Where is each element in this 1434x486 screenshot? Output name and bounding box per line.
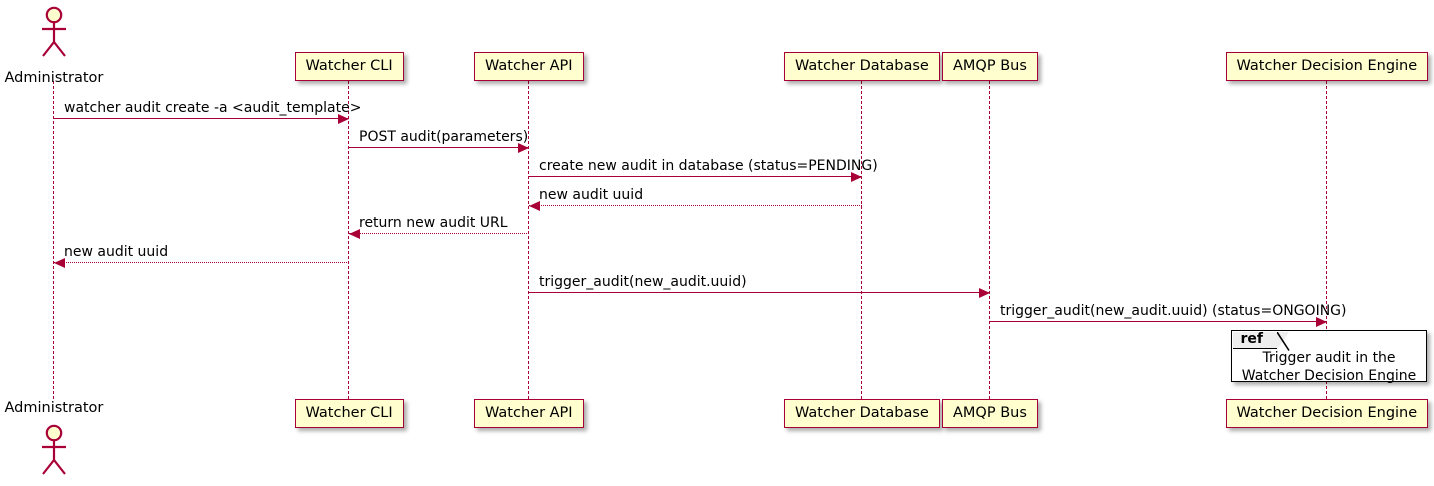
participant-box-amqp-bus-bottom[interactable]: AMQP Bus	[942, 399, 1038, 428]
message-line-m7	[529, 292, 990, 293]
participant-box-watcher-api-top[interactable]: Watcher API	[474, 52, 584, 81]
message-line-m2	[349, 147, 529, 148]
lifeline-watcher-database	[861, 81, 863, 399]
message-label-m1: watcher audit create -a <audit_template>	[64, 100, 362, 116]
message-line-m8	[990, 321, 1327, 322]
participant-box-watcher-cli-top[interactable]: Watcher CLI	[294, 52, 404, 81]
message-line-m3	[529, 176, 862, 177]
message-line-m1	[54, 118, 349, 119]
message-label-m2: POST audit(parameters)	[359, 129, 529, 145]
lifeline-administrator	[53, 81, 55, 399]
actor-label-administrator-bottom: Administrator	[4, 400, 104, 416]
participant-box-watcher-decision-engine-bottom[interactable]: Watcher Decision Engine	[1225, 399, 1429, 428]
participant-box-watcher-api-bottom[interactable]: Watcher API	[474, 399, 584, 428]
message-arrowhead-m3	[851, 171, 862, 182]
message-arrowhead-m6	[54, 257, 65, 268]
lifeline-watcher-decision-engine	[1326, 81, 1328, 399]
message-arrowhead-m2	[518, 142, 529, 153]
lifeline-watcher-api	[528, 81, 530, 399]
message-arrowhead-m5	[349, 228, 360, 239]
message-line-m4	[529, 205, 862, 206]
message-label-m4: new audit uuid	[539, 187, 644, 203]
participant-box-watcher-database-top[interactable]: Watcher Database	[784, 52, 940, 81]
ref-fragment-line-2: Watcher Decision Engine	[1241, 368, 1417, 385]
actor-administrator-top[interactable]	[28, 6, 80, 62]
message-label-m3: create new audit in database (status=PEN…	[539, 158, 878, 174]
lifeline-watcher-cli	[348, 81, 350, 399]
participant-box-watcher-cli-bottom[interactable]: Watcher CLI	[294, 399, 404, 428]
message-arrowhead-m4	[529, 200, 540, 211]
participant-box-watcher-decision-engine-top[interactable]: Watcher Decision Engine	[1225, 52, 1429, 81]
message-line-m6	[54, 262, 349, 263]
actor-label-administrator-top: Administrator	[4, 70, 104, 86]
actor-administrator-bottom[interactable]	[28, 424, 80, 480]
ref-fragment-tab-notch-edge	[1275, 331, 1299, 351]
participant-box-amqp-bus-top[interactable]: AMQP Bus	[942, 52, 1038, 81]
lifeline-amqp-bus	[989, 81, 991, 399]
message-label-m7: trigger_audit(new_audit.uuid)	[539, 274, 747, 290]
actor-stick-figure-icon	[42, 6, 66, 57]
message-line-m5	[349, 233, 529, 234]
message-arrowhead-m8	[1316, 316, 1327, 327]
ref-fragment-keyword: ref	[1232, 331, 1277, 349]
actor-stick-figure-icon	[42, 424, 66, 475]
message-label-m8: trigger_audit(new_audit.uuid) (status=ON…	[1000, 303, 1347, 319]
participant-box-watcher-database-bottom[interactable]: Watcher Database	[784, 399, 940, 428]
message-label-m6: new audit uuid	[64, 244, 169, 260]
message-arrowhead-m1	[338, 113, 349, 124]
message-label-m5: return new audit URL	[359, 215, 508, 231]
ref-fragment-line-1: Trigger audit in the	[1262, 350, 1396, 366]
message-arrowhead-m7	[979, 287, 990, 298]
